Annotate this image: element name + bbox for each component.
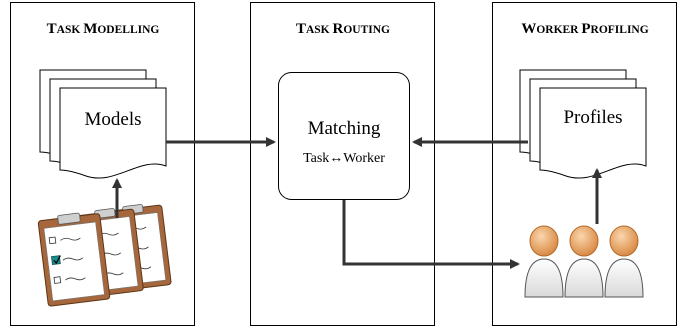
profiles-documents-icon xyxy=(519,69,647,179)
panel-title-task-routing: TASK ROUTING xyxy=(296,21,390,37)
models-documents-icon xyxy=(39,69,167,179)
worker-person-icon xyxy=(524,225,564,298)
panel-title-worker-profiling: WORKER PROFILING xyxy=(521,21,648,37)
worker-person-icon xyxy=(564,225,604,298)
worker-person-icon xyxy=(604,225,644,298)
task-clipboards-icon xyxy=(37,204,172,307)
matching-sublabel: Task↔Worker xyxy=(303,151,385,166)
workers-group-icon xyxy=(524,225,644,298)
profiles-label: Profiles xyxy=(563,107,622,128)
panel-title-task-modelling: TASK MODELLING xyxy=(47,21,160,37)
models-label: Models xyxy=(85,109,142,130)
matching-label: Matching xyxy=(308,118,381,139)
arrow-matching-to-workers xyxy=(342,200,520,269)
matching-box xyxy=(278,72,410,200)
